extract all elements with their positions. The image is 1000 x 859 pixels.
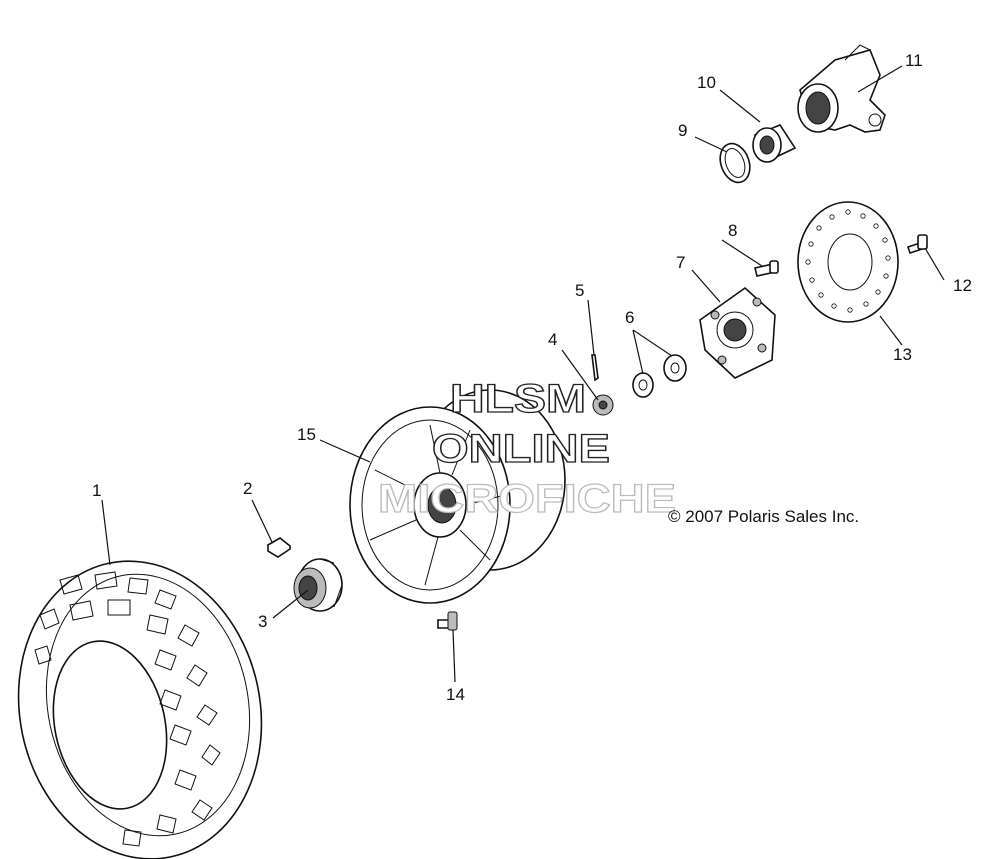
- bolt-part-8[interactable]: [754, 260, 779, 277]
- callout-13: 13: [893, 345, 912, 364]
- bearing-part-3[interactable]: [293, 558, 343, 612]
- callout-9: 9: [678, 121, 687, 140]
- hub-part-7[interactable]: [699, 286, 776, 379]
- callout-numbers: 1 2 3 4 5 6 7 8 9 10 11 12 13 14 15: [92, 51, 972, 704]
- tire-part-1[interactable]: [0, 538, 289, 859]
- callout-7: 7: [676, 253, 685, 272]
- pin-part-2[interactable]: [266, 537, 292, 558]
- copyright-notice: © 2007 Polaris Sales Inc.: [668, 507, 859, 526]
- brake-disc-part-13[interactable]: [797, 201, 899, 323]
- callout-4: 4: [548, 330, 557, 349]
- callout-15: 15: [297, 425, 316, 444]
- leader-lines: [101, 65, 945, 683]
- cotter-pin-part-5[interactable]: [591, 354, 599, 382]
- callout-12: 12: [953, 276, 972, 295]
- snap-ring-part-9[interactable]: [715, 139, 755, 186]
- bolt-part-12[interactable]: [906, 234, 928, 255]
- watermark-line-2: ONLINE: [432, 427, 610, 471]
- knuckle-part-11[interactable]: [797, 44, 886, 133]
- wheel-rim-part-15[interactable]: [349, 389, 566, 604]
- callout-6: 6: [625, 308, 634, 327]
- callout-3: 3: [258, 612, 267, 631]
- callout-10: 10: [697, 73, 716, 92]
- bearing-part-10[interactable]: [752, 124, 797, 163]
- callout-2: 2: [243, 479, 252, 498]
- washers-part-6[interactable]: [632, 354, 687, 398]
- valve-stem-part-14[interactable]: [437, 611, 458, 631]
- watermark-line-1: HLSM: [450, 377, 586, 421]
- callout-8: 8: [728, 221, 737, 240]
- callout-11: 11: [905, 51, 923, 70]
- callout-1: 1: [92, 481, 101, 500]
- callout-5: 5: [575, 281, 584, 300]
- watermark: HLSM ONLINE MICROFICHE: [377, 376, 676, 521]
- callout-14: 14: [446, 685, 465, 704]
- watermark-line-3: MICROFICHE: [378, 477, 676, 521]
